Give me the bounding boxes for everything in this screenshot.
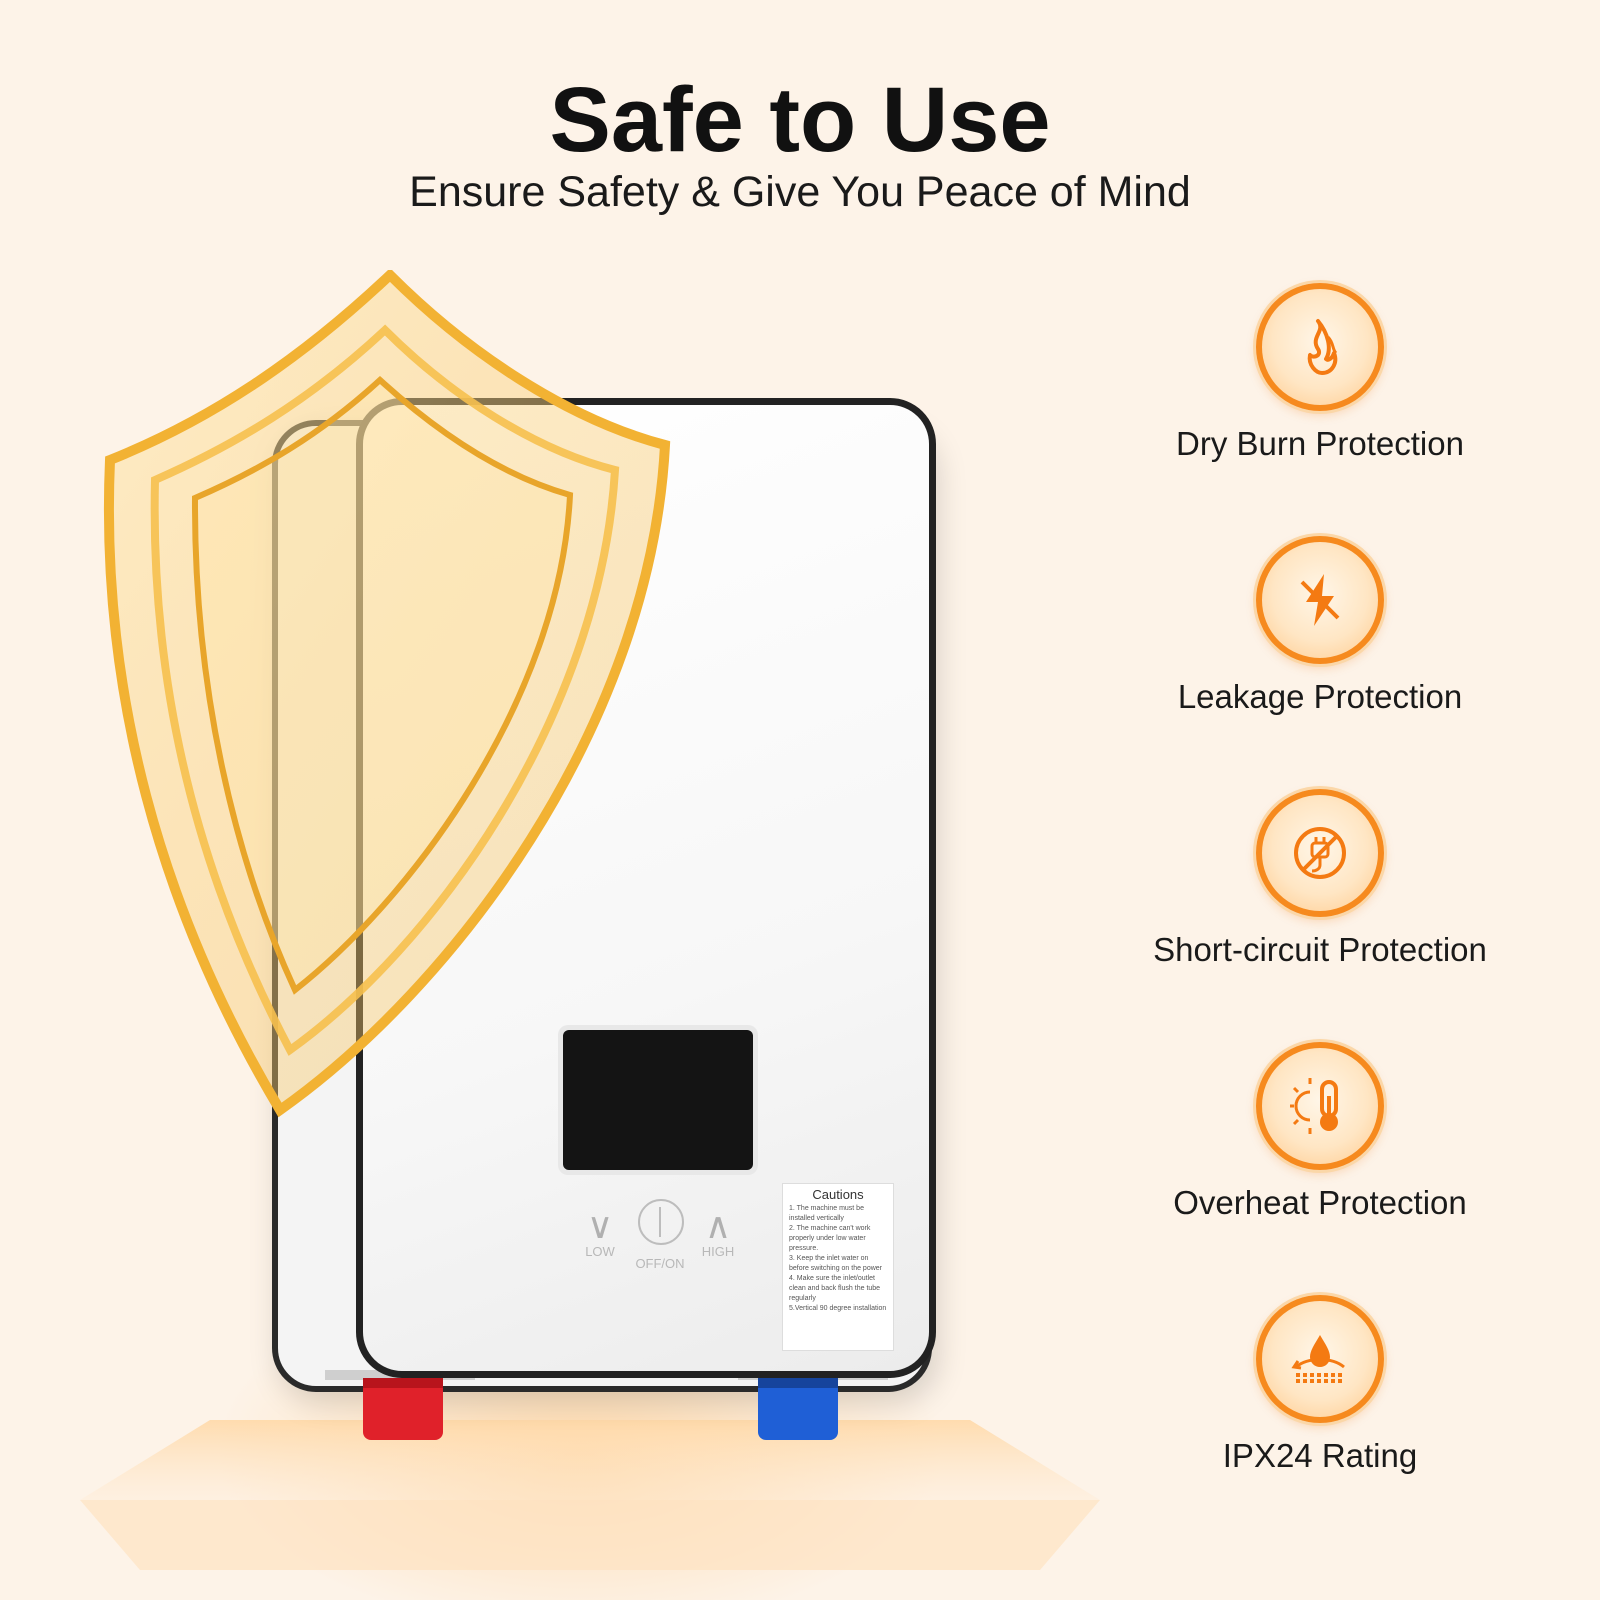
cautions-title: Cautions xyxy=(812,1187,864,1202)
feature-label: Leakage Protection xyxy=(1177,678,1463,715)
low-label: LOW xyxy=(585,1244,615,1259)
feature-label: Overheat Protection xyxy=(1173,1184,1467,1221)
feature-short-circuit: Short-circuit Protection xyxy=(1110,789,1530,969)
page-subtitle: Ensure Safety & Give You Peace of Mind xyxy=(409,168,1191,216)
display-platform xyxy=(80,1420,1100,1570)
cold-water-pipe xyxy=(738,1370,888,1440)
high-button[interactable]: ∧ HIGH xyxy=(696,1205,740,1260)
power-button[interactable] xyxy=(638,1199,684,1245)
chevron-down-icon: ∨ xyxy=(586,1205,614,1246)
chevron-up-icon: ∧ xyxy=(704,1205,732,1246)
feature-label: IPX24 Rating xyxy=(1222,1437,1418,1474)
cautions-label: Cautions 1. The machine must be installe… xyxy=(782,1183,894,1351)
caution-item: 1. The machine must be installed vertica… xyxy=(789,1205,864,1222)
flame-icon xyxy=(1256,283,1384,411)
feature-ipx24: IPX24 Rating xyxy=(1110,1295,1530,1475)
shield-icon xyxy=(103,270,671,1118)
feature-dry-burn: Dry Burn Protection xyxy=(1110,283,1530,463)
caution-item: 2. The machine can't work properly under… xyxy=(789,1225,871,1252)
feature-label: Short-circuit Protection xyxy=(1153,931,1487,968)
low-button[interactable]: ∨ LOW xyxy=(578,1205,622,1260)
sun-thermometer-icon xyxy=(1256,1042,1384,1170)
caution-item: 3. Keep the inlet water on before switch… xyxy=(789,1255,882,1272)
high-label: HIGH xyxy=(701,1244,735,1259)
display-screen xyxy=(558,1025,758,1175)
hot-water-pipe xyxy=(325,1370,475,1440)
caution-item: 4. Make sure the inlet/outlet clean and … xyxy=(789,1275,881,1302)
power-label: OFF/ON xyxy=(635,1256,685,1271)
feature-label: Dry Burn Protection xyxy=(1176,425,1464,462)
page-title: Safe to Use xyxy=(549,69,1051,171)
feature-overheat: Overheat Protection xyxy=(1110,1042,1530,1222)
caution-item: 5.Vertical 90 degree installation xyxy=(789,1305,887,1312)
water-drop-icon xyxy=(1256,1295,1384,1423)
plug-slash-icon xyxy=(1256,789,1384,917)
feature-leakage: Leakage Protection xyxy=(1110,536,1530,716)
lightning-slash-icon xyxy=(1256,536,1384,664)
